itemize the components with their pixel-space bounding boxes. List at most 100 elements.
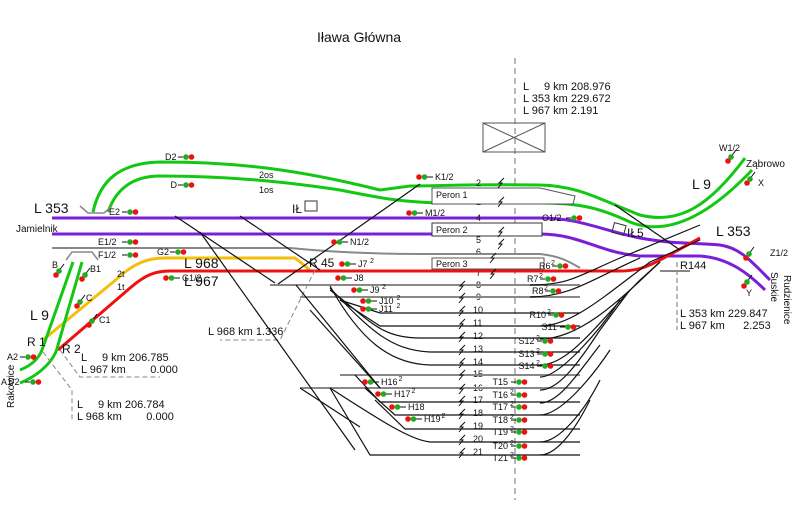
- signal-w1-2: W1/2: [719, 143, 740, 164]
- signal-superscript: 2: [399, 376, 403, 383]
- insulated-joints: [458, 177, 505, 459]
- signal-label: T20: [493, 441, 509, 451]
- track-label-12: 12: [473, 331, 483, 341]
- signal-superscript: 2: [510, 426, 514, 433]
- track-label-1t: 1t: [117, 282, 125, 292]
- signal-label: N1/2: [350, 237, 369, 247]
- insulated-joint-icon: [497, 226, 505, 238]
- place-rudzienice: Rudzienice: [781, 275, 792, 325]
- signal-label: A1/2: [1, 377, 20, 387]
- signal-label: S13: [519, 349, 535, 359]
- insulated-joint-icon: [458, 369, 466, 381]
- insulated-joint-icon: [458, 383, 466, 395]
- signal-superscript: 2: [544, 285, 548, 292]
- svg-text:IŁ: IŁ: [292, 202, 302, 216]
- signal-label: S12: [519, 336, 535, 346]
- place-jamielnik: Jamielnik: [16, 224, 59, 235]
- signal-h18: H18: [389, 402, 425, 412]
- signal-superscript: 2: [510, 452, 514, 459]
- track-label-2: 2: [476, 178, 481, 188]
- signal-label: O1/2: [542, 213, 562, 223]
- km-block-r45: L 968 km 1.336: [208, 269, 316, 341]
- signal-label: D: [171, 180, 178, 190]
- line-label-l968: L 968: [184, 255, 219, 271]
- insulated-joint-icon: [458, 280, 466, 292]
- place-zabrowo: Ząbrowo: [746, 159, 785, 170]
- post-il5: IŁ5: [611, 222, 644, 240]
- signal-c1: C1: [86, 313, 111, 328]
- signal-label: J9: [370, 285, 380, 295]
- signal-label: T16: [493, 390, 509, 400]
- signal-label: B: [52, 260, 58, 270]
- signal-superscript: 2: [551, 260, 555, 267]
- svg-text:IŁ5: IŁ5: [627, 226, 644, 240]
- track-label-11: 11: [473, 318, 482, 328]
- km-label: L 967 km 0.000: [81, 364, 178, 376]
- km-block-r2: L 9 km 206.785 L 967 km 0.000: [59, 349, 178, 378]
- signal-d2: D2: [165, 152, 195, 162]
- post-r2: R 2: [62, 342, 81, 356]
- insulated-joint-icon: [458, 305, 466, 317]
- siding-stub: [79, 205, 113, 214]
- km-label: L 967 km 2.253: [680, 320, 771, 332]
- signal-label: B1: [90, 264, 101, 274]
- line-9-tracks: [91, 157, 754, 229]
- signal-label: A2: [7, 352, 18, 362]
- signal-label: H17: [394, 389, 411, 399]
- line-label-l353-right: L 353: [716, 223, 751, 239]
- signal-e2: E2: [109, 207, 139, 217]
- signal-label: G1/2: [182, 273, 202, 283]
- signal-label: T17: [493, 402, 509, 412]
- signal-superscript: 2: [442, 413, 446, 420]
- insulated-joint-icon: [458, 331, 466, 343]
- km-label: L 9 km 206.785: [81, 352, 169, 364]
- station-building-icon: [482, 122, 546, 153]
- signal-label: J11: [379, 304, 393, 314]
- signal-label: T15: [493, 377, 509, 387]
- signal-b1: B1: [79, 264, 101, 282]
- signal-label: J7: [358, 259, 368, 269]
- platform-1: Peron 1: [431, 187, 576, 205]
- signal-label: J10: [379, 296, 394, 306]
- track-label-2t: 2t: [117, 269, 125, 279]
- signal-j8: J8: [335, 273, 364, 283]
- signal-superscript: 2: [370, 258, 374, 265]
- insulated-joint-icon: [497, 177, 505, 189]
- diagram-title: Iława Główna: [317, 29, 401, 45]
- signal-label: S14: [519, 361, 535, 371]
- track-label-2os: 2os: [259, 170, 274, 180]
- signal-superscript: 2: [536, 360, 540, 367]
- signal-label: Y: [746, 288, 752, 298]
- signal-k1-2: K1/2: [416, 172, 454, 182]
- km-block-r144: L 353 km 229.847 L 967 km 2.253: [680, 308, 771, 332]
- signal-superscript: 2: [547, 309, 551, 316]
- signal-superscript: 2: [510, 440, 514, 447]
- signal-label: Z1/2: [770, 248, 788, 258]
- track-label-17: 17: [473, 395, 483, 405]
- insulated-joint-icon: [489, 252, 497, 264]
- signal-label: K1/2: [435, 172, 454, 182]
- insulated-joint-icon: [458, 318, 466, 330]
- line-label-l353-left: L 353: [34, 200, 69, 216]
- signal-superscript: 2: [510, 401, 514, 408]
- signal-label: R10: [530, 310, 547, 320]
- line-9-southwest: [19, 261, 84, 385]
- track-label-21: 21: [473, 447, 483, 457]
- signal-superscript: 2: [382, 284, 386, 291]
- insulated-joint-icon: [458, 395, 466, 407]
- insulated-joint-icon: [458, 292, 466, 304]
- signal-superscript: 2: [539, 273, 543, 280]
- signal-label: M1/2: [425, 208, 445, 218]
- signal-superscript: 2: [510, 414, 514, 421]
- signal-label: R8: [532, 286, 544, 296]
- insulated-joint-icon: [458, 447, 466, 459]
- signal-d: D: [171, 180, 195, 190]
